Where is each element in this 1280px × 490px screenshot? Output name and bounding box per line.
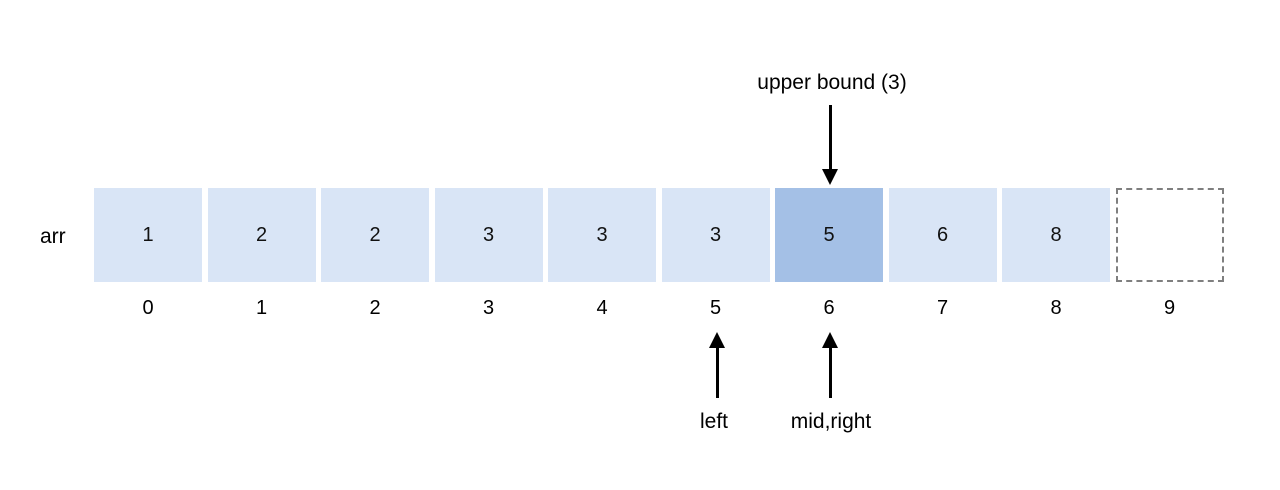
arrow-up-icon	[709, 332, 725, 398]
arrow-shaft	[828, 105, 832, 169]
array-cell: 3	[661, 188, 770, 282]
index-label: 7	[936, 297, 949, 319]
index-label: 3	[482, 297, 495, 319]
array-cell: 3	[548, 188, 656, 282]
arrow-head	[822, 169, 838, 185]
array-cell: 2	[207, 188, 316, 282]
arrow-down-icon	[822, 105, 838, 185]
array-cell-ghost	[1115, 188, 1224, 282]
array-cell-highlighted: 5	[775, 188, 883, 282]
index-row: 0 1 2 3 4 5 6 7 8 9	[94, 297, 1224, 320]
index-label: 2	[369, 297, 381, 319]
index-label: 6	[823, 297, 835, 319]
array-row: 1 2 2 3 3 3 5 6 8	[94, 188, 1224, 282]
array-cell: 1	[94, 188, 202, 282]
arrow-head	[709, 332, 725, 348]
array-cell: 3	[434, 188, 543, 282]
index-label: 9	[1163, 297, 1176, 319]
index-label: 0	[142, 297, 154, 319]
upper-bound-label: upper bound (3)	[757, 71, 907, 94]
arrow-up-icon	[822, 332, 838, 398]
arrow-head	[822, 332, 838, 348]
index-label: 1	[255, 297, 268, 319]
array-cell: 8	[1002, 188, 1110, 282]
arrow-shaft	[828, 348, 832, 398]
mid-right-pointer-label: mid,right	[790, 410, 872, 433]
index-label: 4	[596, 297, 608, 319]
index-label: 5	[709, 297, 722, 319]
array-name-label: arr	[40, 225, 66, 248]
left-pointer-label: left	[699, 410, 729, 433]
index-label: 8	[1050, 297, 1062, 319]
array-cell: 2	[321, 188, 429, 282]
array-cell: 6	[888, 188, 997, 282]
arrow-shaft	[715, 348, 719, 398]
